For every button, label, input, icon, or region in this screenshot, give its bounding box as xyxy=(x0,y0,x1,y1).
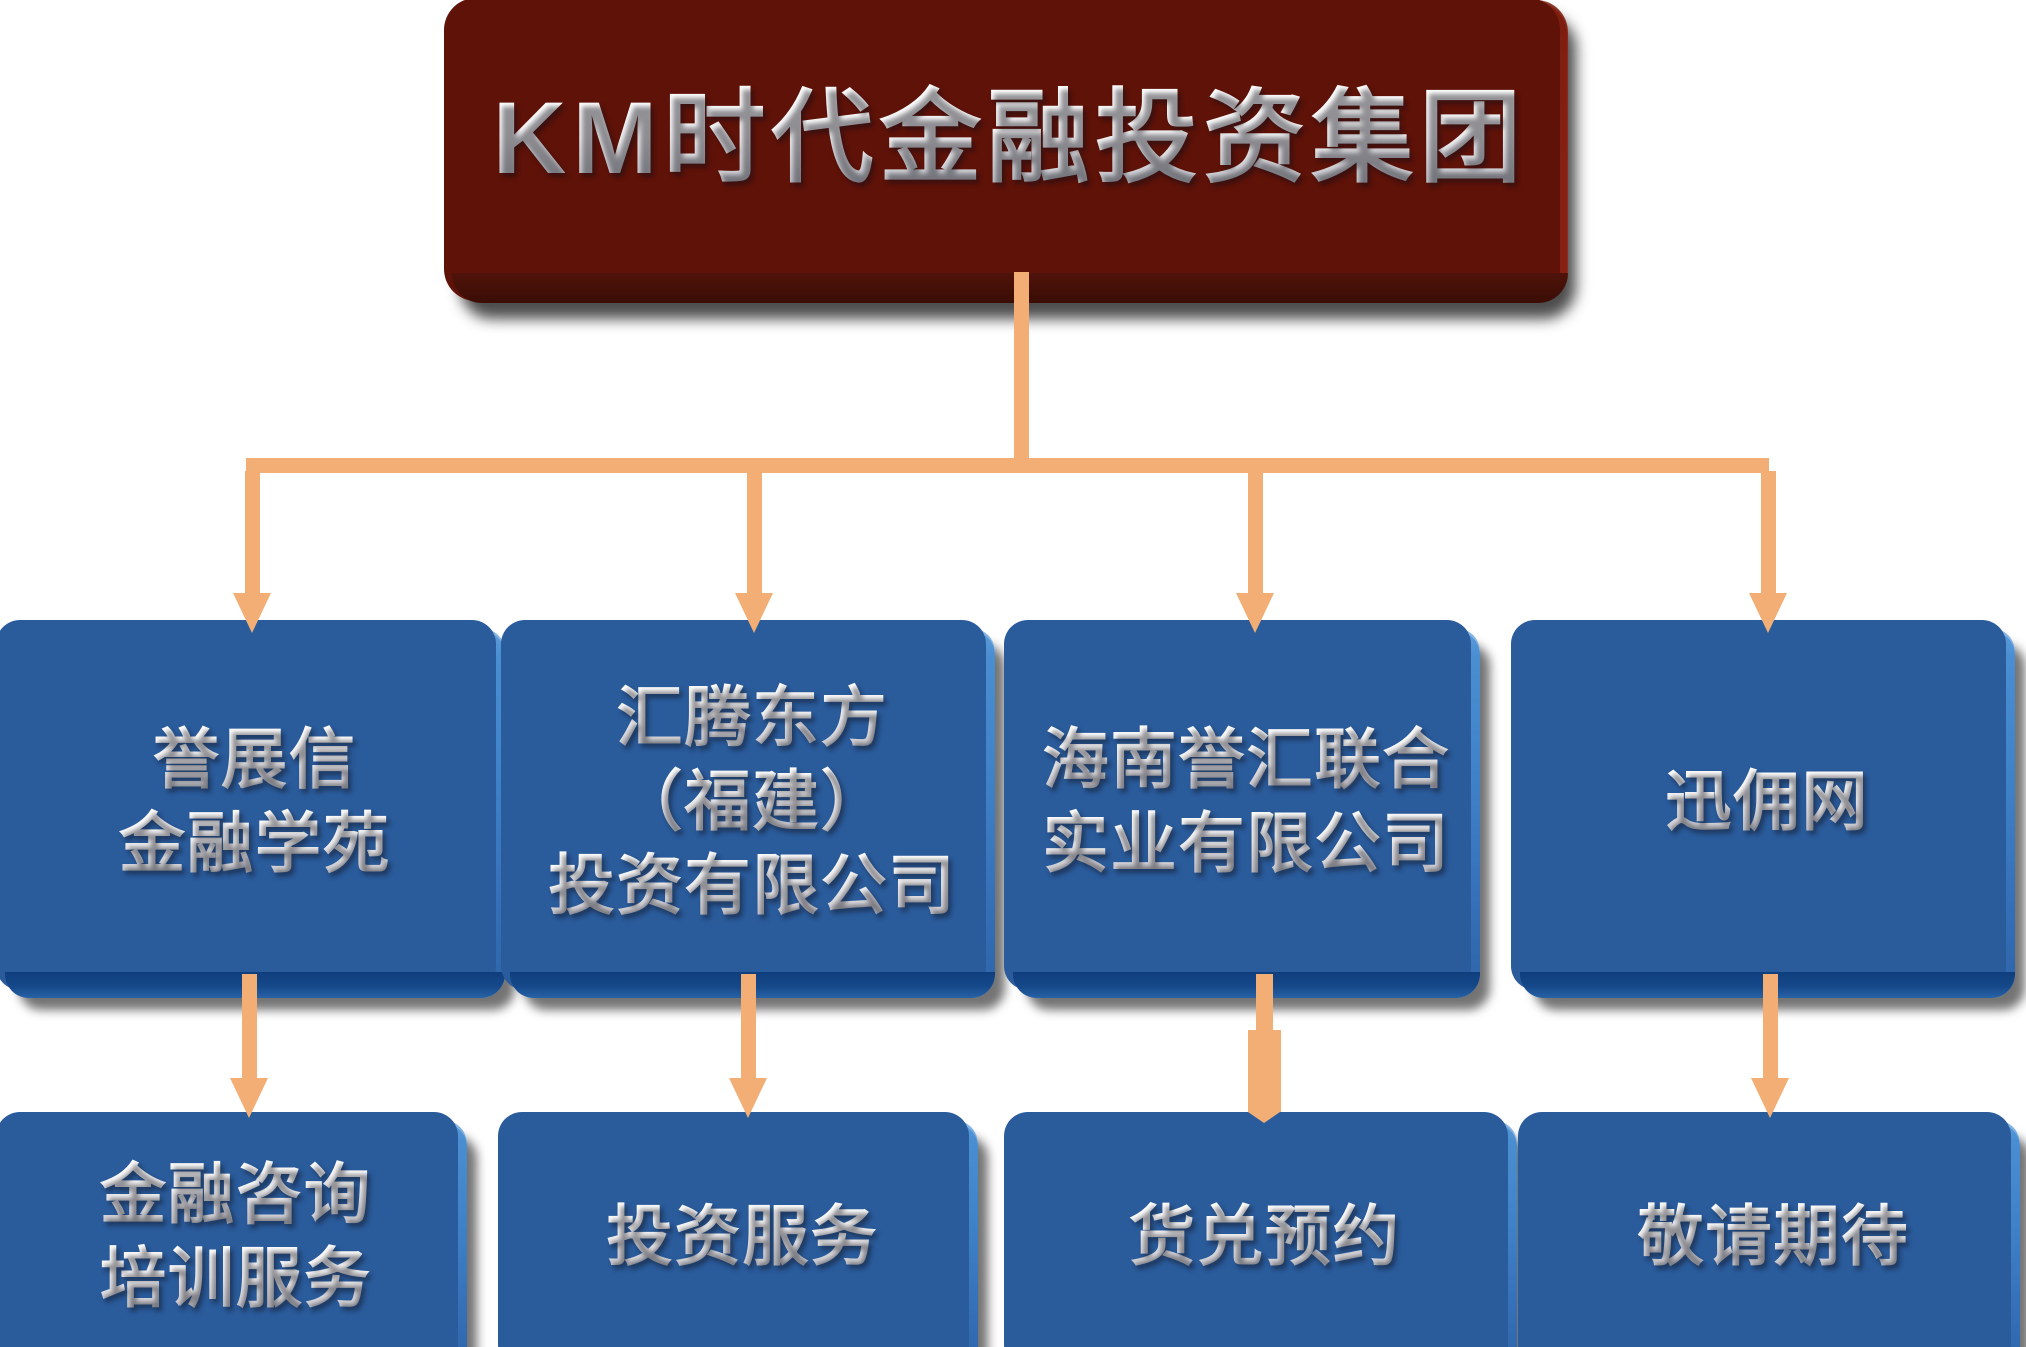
service-label-line: 培训服务 xyxy=(100,1237,372,1321)
arrow-head-col4-lower xyxy=(1751,1078,1789,1118)
arrow-shaft-col4-upper xyxy=(1761,471,1776,593)
company-label-line: （福建） xyxy=(617,760,889,844)
service-box-coming-soon: 敬请期待 xyxy=(1518,1112,2020,1347)
arrow-head-col3-upper xyxy=(1236,593,1274,633)
arrow-shaft-col4-lower xyxy=(1763,974,1778,1078)
arrow-shaft-col2-upper xyxy=(747,471,762,593)
company-label-line: 海南誉汇联合 xyxy=(1043,718,1451,802)
company-box-hainan-yuhui: 海南誉汇联合 实业有限公司 xyxy=(1004,620,1480,998)
arrow-shaft-col1-lower xyxy=(242,974,257,1078)
company-label-line: 投资有限公司 xyxy=(549,844,957,928)
company-label-line: 誉展信 xyxy=(153,718,357,802)
arrow-head-col2-lower xyxy=(729,1078,767,1118)
service-box-huodui-booking: 货兑预约 xyxy=(1004,1112,1517,1347)
arrow-shaft-col3-lower xyxy=(1256,974,1273,1030)
service-box-consulting-training: 金融咨询 培训服务 xyxy=(0,1112,467,1347)
arrow-block-col3-lower xyxy=(1248,1030,1281,1112)
service-label-line: 投资服务 xyxy=(607,1195,879,1279)
company-label-line: 汇腾东方 xyxy=(617,676,889,760)
service-box-investment: 投资服务 xyxy=(498,1112,978,1347)
company-label-line: 金融学苑 xyxy=(119,802,391,886)
connector-crossbar xyxy=(246,458,1769,473)
arrow-head-col2-upper xyxy=(735,593,773,633)
arrow-shaft-col1-upper xyxy=(245,471,260,593)
company-box-huiteng-dongfang: 汇腾东方 （福建） 投资有限公司 xyxy=(501,620,995,998)
root-box-label: KM时代金融投资集团 xyxy=(493,80,1528,197)
service-label-line: 货兑预约 xyxy=(1129,1195,1401,1279)
connector-trunk xyxy=(1014,272,1029,464)
company-box-xunyongwang: 迅佣网 xyxy=(1511,620,2015,998)
service-label-line: 金融咨询 xyxy=(100,1153,372,1237)
company-label-line: 实业有限公司 xyxy=(1043,802,1451,886)
arrow-shaft-col2-lower xyxy=(741,974,756,1078)
company-box-yuzhanxin: 誉展信 金融学苑 xyxy=(0,620,505,998)
arrow-head-col4-upper xyxy=(1749,593,1787,633)
arrow-head-col1-upper xyxy=(233,593,271,633)
arrow-head-col1-lower xyxy=(230,1078,268,1118)
arrow-head-col3-lower xyxy=(1248,1112,1280,1123)
root-box-km-group: KM时代金融投资集团 xyxy=(444,0,1568,303)
arrow-shaft-col3-upper xyxy=(1248,471,1263,593)
service-label-line: 敬请期待 xyxy=(1638,1195,1910,1279)
company-label-line: 迅佣网 xyxy=(1666,760,1870,844)
